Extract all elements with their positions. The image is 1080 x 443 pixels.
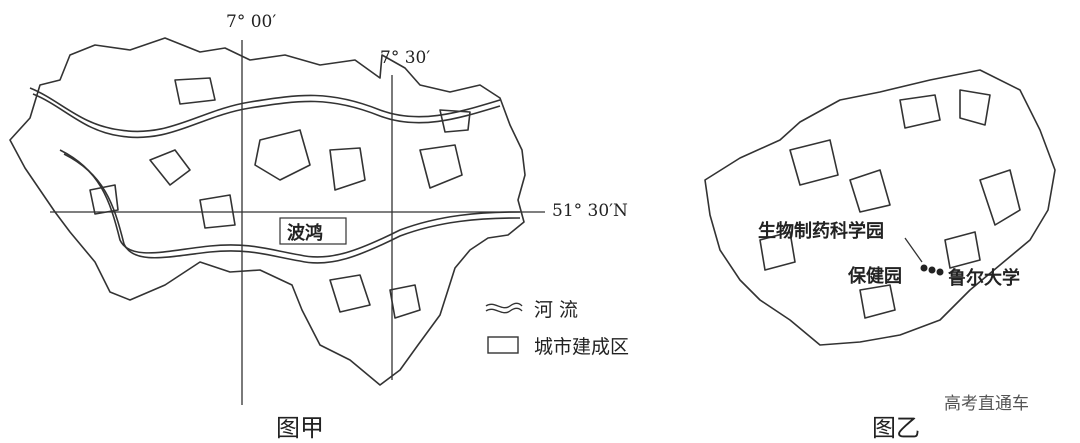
built-area-patch [419,144,463,189]
river-emscher [59,149,521,258]
built-area-patch [329,274,371,313]
city-label-box [279,217,347,245]
built-area-patch [439,109,471,133]
figure-b-patch [944,231,981,269]
figure-a-caption: 图甲 [276,414,324,442]
built-area-patch [329,147,366,191]
legend-built-area-label: 城市建成区 [534,336,630,358]
latitude-label-51-30: 51° 30′N [552,201,628,221]
longitude-label-7-00: 7° 00′ [226,12,277,32]
legend-river-label: 河 流 [534,299,579,321]
health-park-label: 保健园 [848,266,902,287]
legend-river-symbol-bank [485,307,523,314]
built-area-patch [89,184,119,215]
river-ruhr [29,87,501,133]
figure-b-patch [849,169,891,213]
health-park-dot [928,266,936,274]
figure-b-patch [759,231,796,271]
river-emscher-bank [63,153,521,264]
watermark: 高考直通车 [944,394,1029,414]
built-area-patch [389,284,421,319]
biotech-park-dot [920,264,928,272]
city-label-bochum: 波鸿 [287,223,323,244]
region-outline [9,37,526,386]
legend-built-symbol [487,336,519,354]
built-area-patch [199,194,236,229]
biotech-pointer [904,237,923,263]
built-area-patch [174,77,216,105]
figure-b-outline [704,69,1056,346]
figure-b-patch [789,139,839,186]
university-dot [936,268,944,276]
figure-b-patch [859,284,896,319]
built-area-patch [254,129,311,181]
figure-b-caption: 图乙 [872,414,920,442]
figure-b-patch [959,89,991,126]
biotech-park-label: 生物制药科学园 [758,221,884,242]
figure-b-patch [979,169,1021,226]
university-label: 鲁尔大学 [948,268,1020,289]
legend-river-symbol [485,302,523,309]
figure-b-patch [899,94,941,129]
river-ruhr-bank [32,93,501,139]
built-area-patch [149,149,191,186]
longitude-label-7-30: 7° 30′ [380,48,431,68]
